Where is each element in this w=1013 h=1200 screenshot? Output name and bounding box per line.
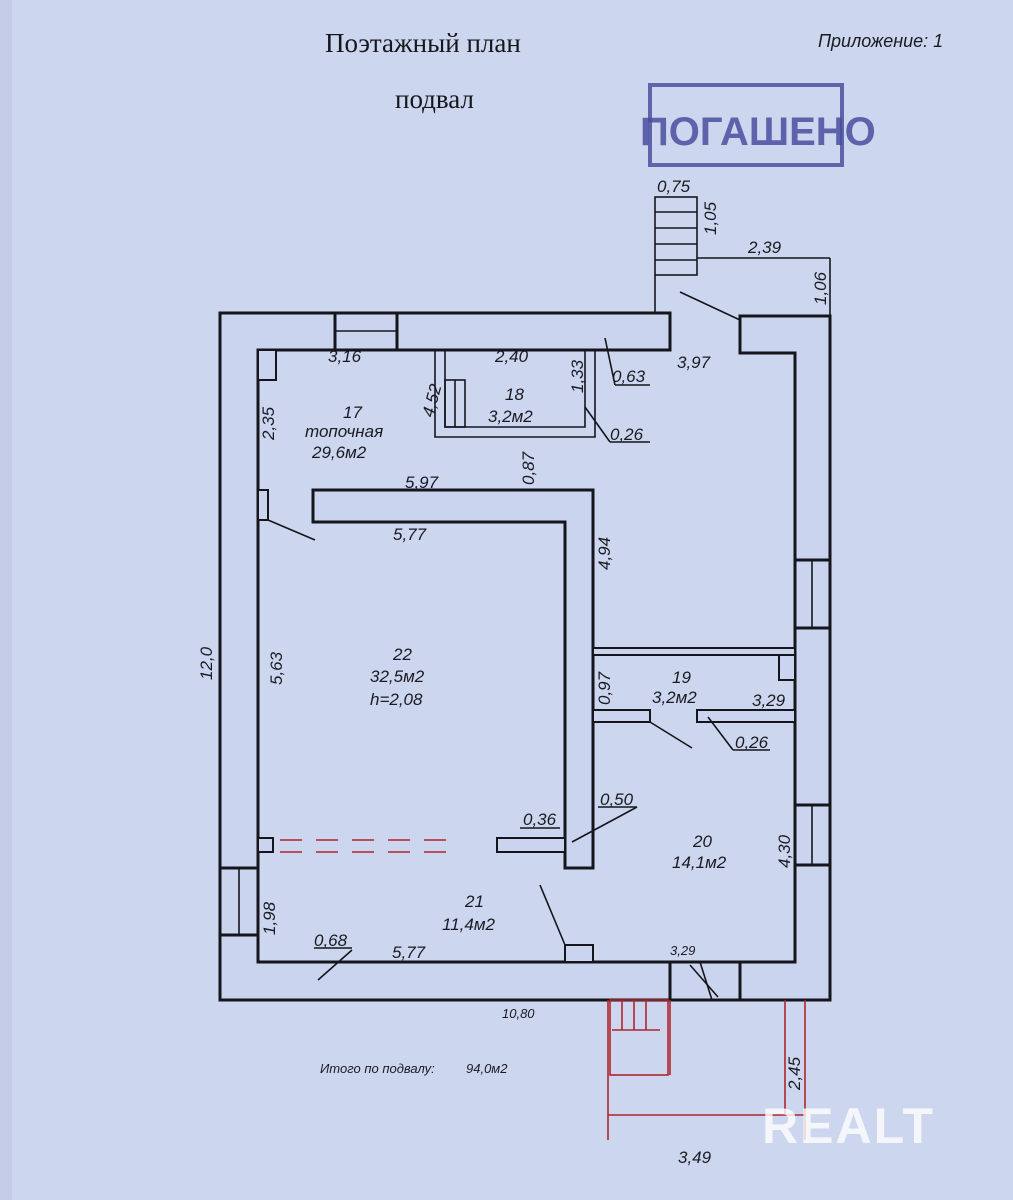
svg-text:3,2м2: 3,2м2 [652, 688, 697, 707]
svg-text:10,80: 10,80 [502, 1006, 535, 1021]
svg-text:4,30: 4,30 [775, 834, 794, 868]
svg-text:0,75: 0,75 [657, 177, 691, 196]
svg-text:22: 22 [392, 645, 412, 664]
svg-text:5,63: 5,63 [267, 651, 286, 685]
svg-text:топочная: топочная [305, 422, 383, 441]
svg-text:0,26: 0,26 [735, 733, 769, 752]
svg-text:19: 19 [672, 668, 691, 687]
svg-text:3,29: 3,29 [670, 943, 695, 958]
svg-text:0,26: 0,26 [610, 425, 644, 444]
entrance-stairs-top [654, 196, 831, 316]
dimension-labels: 0,75 1,05 2,39 1,06 3,16 2,40 1,33 0,63 … [197, 177, 830, 1167]
appendix-label: Приложение: 1 [818, 31, 943, 51]
svg-text:1,98: 1,98 [260, 901, 279, 935]
svg-text:29,6м2: 29,6м2 [311, 443, 367, 462]
svg-text:3,29: 3,29 [752, 691, 786, 710]
svg-text:20: 20 [692, 832, 712, 851]
svg-text:17: 17 [343, 403, 362, 422]
room-18: 18 3,2м2 [488, 385, 533, 426]
svg-text:94,0м2: 94,0м2 [466, 1061, 508, 1076]
svg-text:0,63: 0,63 [612, 367, 646, 386]
room-20: 20 14,1м2 [672, 832, 727, 872]
svg-text:1,05: 1,05 [701, 201, 720, 235]
svg-text:1,06: 1,06 [811, 271, 830, 305]
svg-text:h=2,08: h=2,08 [370, 690, 423, 709]
svg-text:12,0: 12,0 [197, 646, 216, 680]
svg-text:11,4м2: 11,4м2 [442, 915, 495, 934]
entrance-stairs-bottom [607, 999, 806, 1140]
svg-text:32,5м2: 32,5м2 [370, 667, 425, 686]
svg-text:21: 21 [464, 892, 484, 911]
room-19: 19 3,2м2 [652, 668, 697, 707]
svg-text:5,97: 5,97 [405, 473, 439, 492]
cancelled-stamp: ПОГАШЕНО [640, 83, 876, 167]
svg-text:3,2м2: 3,2м2 [488, 407, 533, 426]
svg-text:3,16: 3,16 [328, 347, 362, 366]
svg-text:0,87: 0,87 [519, 451, 538, 485]
room-17: 17 топочная 29,6м2 [305, 403, 383, 462]
svg-text:5,77: 5,77 [393, 525, 427, 544]
svg-text:18: 18 [505, 385, 524, 404]
svg-text:14,1м2: 14,1м2 [672, 853, 727, 872]
svg-text:2,39: 2,39 [747, 238, 782, 257]
door-swings [267, 291, 770, 1001]
interior-walls [257, 349, 796, 963]
svg-text:0,68: 0,68 [314, 931, 348, 950]
svg-text:3,97: 3,97 [677, 353, 711, 372]
total-area: Итого по подвалу: 94,0м2 [320, 1061, 508, 1076]
svg-text:2,40: 2,40 [494, 347, 529, 366]
svg-text:0,36: 0,36 [523, 810, 557, 829]
plan-title: Поэтажный план [325, 28, 521, 58]
svg-text:ПОГАШЕНО: ПОГАШЕНО [640, 110, 876, 154]
svg-text:0,97: 0,97 [595, 671, 614, 705]
svg-text:Итого по подвалу:: Итого по подвалу: [320, 1061, 435, 1076]
svg-text:1,33: 1,33 [568, 359, 587, 393]
plan-subtitle: подвал [395, 84, 474, 114]
svg-text:2,35: 2,35 [259, 406, 278, 441]
room-22: 22 32,5м2 h=2,08 [370, 645, 425, 709]
room-21: 21 11,4м2 [442, 892, 495, 934]
svg-text:0,50: 0,50 [600, 790, 634, 809]
realt-watermark: REALT [762, 1098, 935, 1154]
svg-text:2,45: 2,45 [785, 1056, 804, 1091]
svg-text:4,94: 4,94 [595, 537, 614, 570]
svg-text:5,77: 5,77 [392, 943, 426, 962]
svg-text:3,49: 3,49 [678, 1148, 712, 1167]
